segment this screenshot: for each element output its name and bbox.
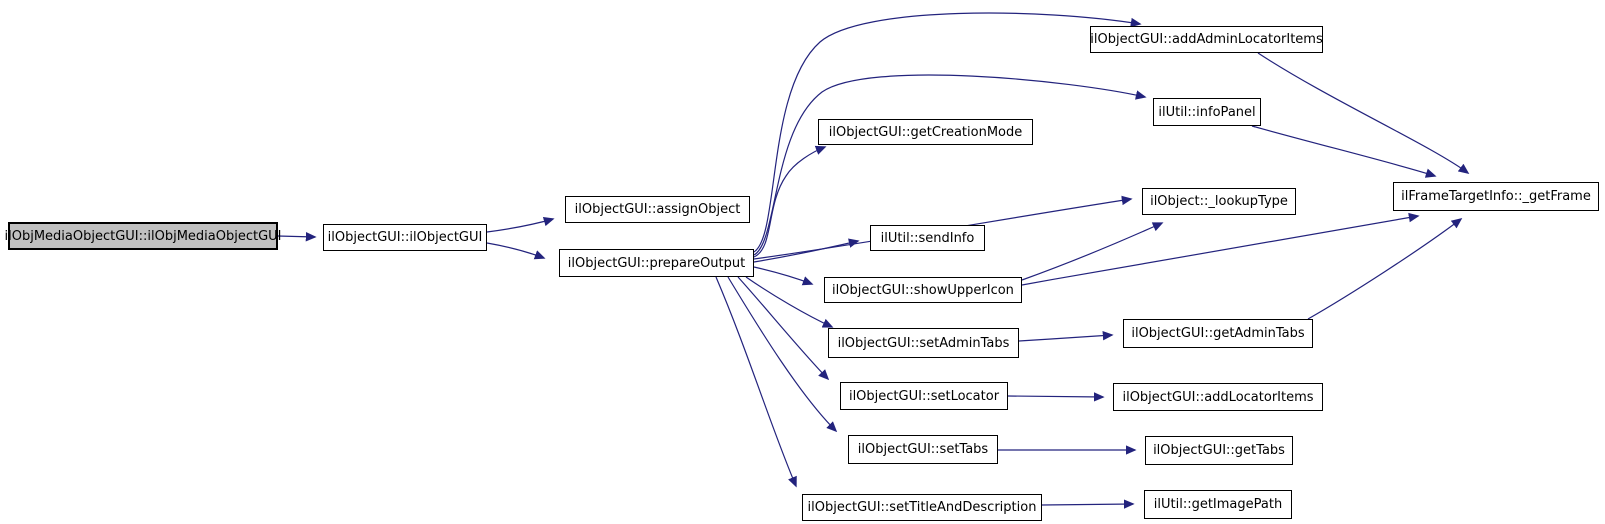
graph-node-getAdminTabs[interactable]: ilObjectGUI::getAdminTabs — [1123, 319, 1313, 348]
edge-prepareOutput-to-setAdminTabs — [745, 276, 834, 328]
edge-prepareOutput-to-setTabs — [727, 276, 838, 433]
graph-node-ilObjMediaObjectGUI[interactable]: ilObjMediaObjectGUI::ilObjMediaObjectGUI — [5, 222, 282, 250]
edge-setAdminTabs-to-getAdminTabs — [1018, 330, 1114, 342]
graph-node-getTabs[interactable]: ilObjectGUI::getTabs — [1145, 436, 1293, 465]
graph-node-getCreationMode[interactable]: ilObjectGUI::getCreationMode — [818, 119, 1033, 145]
edge-infoPanel-to-getFrame — [1251, 125, 1437, 178]
graph-node-addLocatorItems[interactable]: ilObjectGUI::addLocatorItems — [1113, 383, 1323, 411]
edge-prepareOutput-to-sendInfo — [753, 238, 860, 263]
graph-node-setLocator[interactable]: ilObjectGUI::setLocator — [840, 382, 1008, 410]
graph-node-setTitleAndDescription[interactable]: ilObjectGUI::setTitleAndDescription — [802, 494, 1042, 521]
edge-prepareOutput-to-setTitleAndDescription — [715, 276, 797, 488]
edge-showUpperIcon-to-getFrame — [1021, 212, 1420, 286]
graph-node-getImagePath[interactable]: ilUtil::getImagePath — [1144, 490, 1292, 519]
edge-showUpperIcon-to-lookupType — [1021, 222, 1164, 281]
edge-ilObjectGUI-to-prepareOutput — [486, 242, 546, 260]
edge-group — [277, 12, 1470, 509]
edge-prepareOutput-to-setLocator — [737, 276, 830, 381]
graph-node-setTabs[interactable]: ilObjectGUI::setTabs — [848, 435, 998, 464]
edge-prepareOutput-to-addAdminLocatorItems — [753, 12, 1142, 253]
graph-node-infoPanel[interactable]: ilUtil::infoPanel — [1153, 98, 1261, 126]
graph-node-addAdminLocatorItems[interactable]: ilObjectGUI::addAdminLocatorItems — [1090, 26, 1323, 53]
graph-node-showUpperIcon[interactable]: ilObjectGUI::showUpperIcon — [824, 277, 1022, 303]
graph-node-assignObject[interactable]: ilObjectGUI::assignObject — [565, 196, 750, 223]
graph-node-ilObjectGUI[interactable]: ilObjectGUI::ilObjectGUI — [323, 224, 487, 251]
graph-node-sendInfo[interactable]: ilUtil::sendInfo — [870, 225, 985, 251]
edge-addAdminLocatorItems-to-getFrame — [1257, 52, 1470, 174]
graph-node-setAdminTabs[interactable]: ilObjectGUI::setAdminTabs — [828, 328, 1019, 358]
edge-ilObjectGUI-to-assignObject — [486, 216, 555, 233]
edge-ilObjMediaObjectGUI-to-ilObjectGUI — [277, 232, 317, 242]
edge-getAdminTabs-to-getFrame — [1307, 218, 1463, 320]
graph-node-getFrame[interactable]: ilFrameTargetInfo::_getFrame — [1393, 182, 1599, 211]
edge-prepareOutput-to-getCreationMode — [753, 145, 827, 258]
edge-setTitleAndDescription-to-getImagePath — [1041, 499, 1135, 509]
edge-prepareOutput-to-showUpperIcon — [753, 266, 814, 286]
edge-setLocator-to-addLocatorItems — [1007, 392, 1105, 402]
graph-node-lookupType[interactable]: ilObject::_lookupType — [1142, 188, 1296, 215]
graph-node-prepareOutput[interactable]: ilObjectGUI::prepareOutput — [559, 249, 754, 277]
